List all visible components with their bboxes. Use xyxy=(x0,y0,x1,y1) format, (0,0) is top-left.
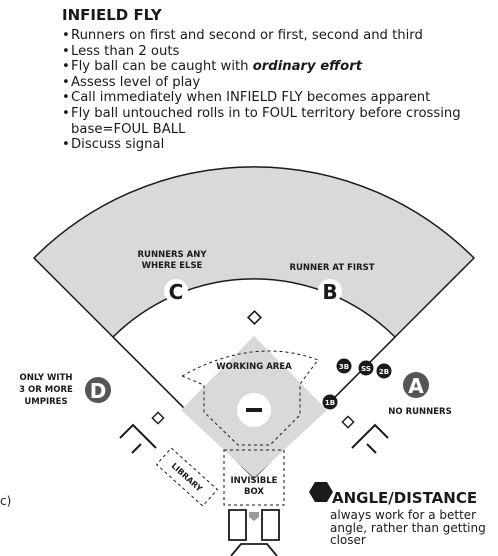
rules-list: Runners on first and second or first, se… xyxy=(62,28,471,153)
zone-c-label-line1: RUNNERS ANY xyxy=(138,250,208,260)
stray-label: c) xyxy=(0,494,12,508)
rule-item: Fly ball can be caught with ordinary eff… xyxy=(62,59,471,75)
rule-item: Call immediately when INFIELD FLY become… xyxy=(62,90,471,106)
first-base-dugout xyxy=(351,423,389,454)
fielder-2b: 2B xyxy=(376,363,392,379)
batters-box-left xyxy=(228,509,247,541)
zone-b-letter: B xyxy=(322,280,337,304)
invisible-box-label-line2: BOX xyxy=(244,487,264,497)
rule-item-text: Fly ball can be caught with xyxy=(71,59,253,75)
library-label: LIBRARY xyxy=(170,461,204,493)
batters-box-right xyxy=(261,509,280,541)
working-area-label: WORKING AREA xyxy=(216,362,292,372)
zone-c-label-line2: WHERE ELSE xyxy=(142,261,203,271)
third-base-dugout xyxy=(119,423,157,454)
pitcher-rubber xyxy=(246,408,262,412)
rule-item: Runners on first and second or first, se… xyxy=(62,28,471,44)
fielder-1b: 1B xyxy=(322,394,338,410)
third-base xyxy=(151,411,165,425)
ordinary-effort-emphasis: ordinary effort xyxy=(252,59,363,75)
zone-d-label-line3: UMPIRES xyxy=(24,397,67,407)
angle-distance-text: always work for a better angle, rather t… xyxy=(330,508,486,547)
invisible-box-label-line1: INVISIBLE xyxy=(230,476,277,486)
zone-d-label-line1: ONLY WITH xyxy=(20,373,73,383)
invisible-box-outline xyxy=(223,449,285,506)
page-title: INFIELD FLY xyxy=(62,6,162,24)
zone-b-marker xyxy=(318,279,342,303)
catcher-box xyxy=(230,543,278,556)
zone-d-label-line2: 3 OR MORE xyxy=(19,385,73,395)
zone-a-marker xyxy=(403,372,429,398)
home-plate xyxy=(249,512,259,521)
fielder-ss: SS xyxy=(358,360,374,376)
svg-text:SS: SS xyxy=(361,365,371,373)
zone-c-letter: C xyxy=(169,280,184,304)
zone-a-label: NO RUNNERS xyxy=(388,407,451,417)
first-base xyxy=(341,415,355,429)
rule-item: Fly ball untouched rolls in to FOUL terr… xyxy=(62,106,471,137)
library-outline xyxy=(155,447,219,507)
fielder-3b: 3B xyxy=(336,358,352,374)
angle-distance-hexagon-icon xyxy=(309,482,333,502)
rule-item: Assess level of play xyxy=(62,75,471,91)
rule-item: Discuss signal xyxy=(62,137,471,153)
svg-text:2B: 2B xyxy=(379,368,389,376)
svg-text:3B: 3B xyxy=(339,363,349,371)
working-area-outline xyxy=(180,350,319,446)
second-base xyxy=(247,310,262,325)
zone-d-letter: D xyxy=(90,379,107,403)
zone-a-letter: A xyxy=(408,374,424,398)
zone-c-marker xyxy=(164,279,188,303)
zone-d-marker xyxy=(85,377,111,403)
angle-distance-title: ANGLE/DISTANCE xyxy=(332,489,478,507)
zone-b-label: RUNNER AT FIRST xyxy=(289,263,374,273)
rule-item: Less than 2 outs xyxy=(62,44,471,60)
svg-text:1B: 1B xyxy=(325,399,335,407)
